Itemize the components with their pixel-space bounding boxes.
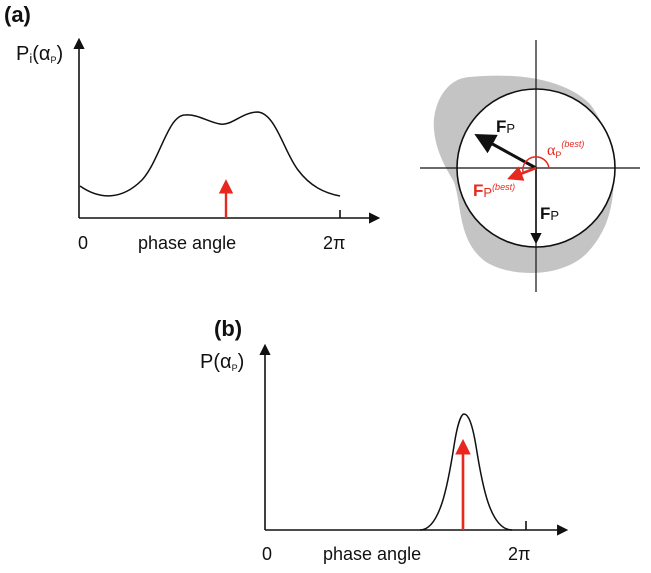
label-fp-lower: FP — [540, 204, 559, 223]
panel-b-probability-curve — [419, 413, 513, 531]
panel-a-x-start: 0 — [78, 233, 88, 253]
panel-a-x-end: 2π — [323, 233, 345, 253]
panel-b-x-label: phase angle — [323, 544, 421, 564]
panel-b-x-start: 0 — [262, 544, 272, 564]
label-alpha-best: αP(best) — [547, 139, 584, 160]
vector-fp-best — [507, 166, 537, 181]
panel-a-ylabel: Pi(αP) — [16, 43, 63, 66]
label-fp-best: FP(best) — [473, 181, 515, 200]
panel-b-label: (b) — [214, 316, 242, 341]
panel-b-ylabel: P(αP) — [200, 351, 244, 373]
label-fp-upper: FP — [496, 117, 515, 136]
panel-a-probability-curve — [79, 111, 341, 197]
panel-a-x-label: phase angle — [138, 233, 236, 253]
angle-arc — [522, 156, 550, 173]
panel-b-x-end: 2π — [508, 544, 530, 564]
panel-a-label: (a) — [4, 2, 31, 27]
vector-fp-upper — [474, 133, 537, 170]
